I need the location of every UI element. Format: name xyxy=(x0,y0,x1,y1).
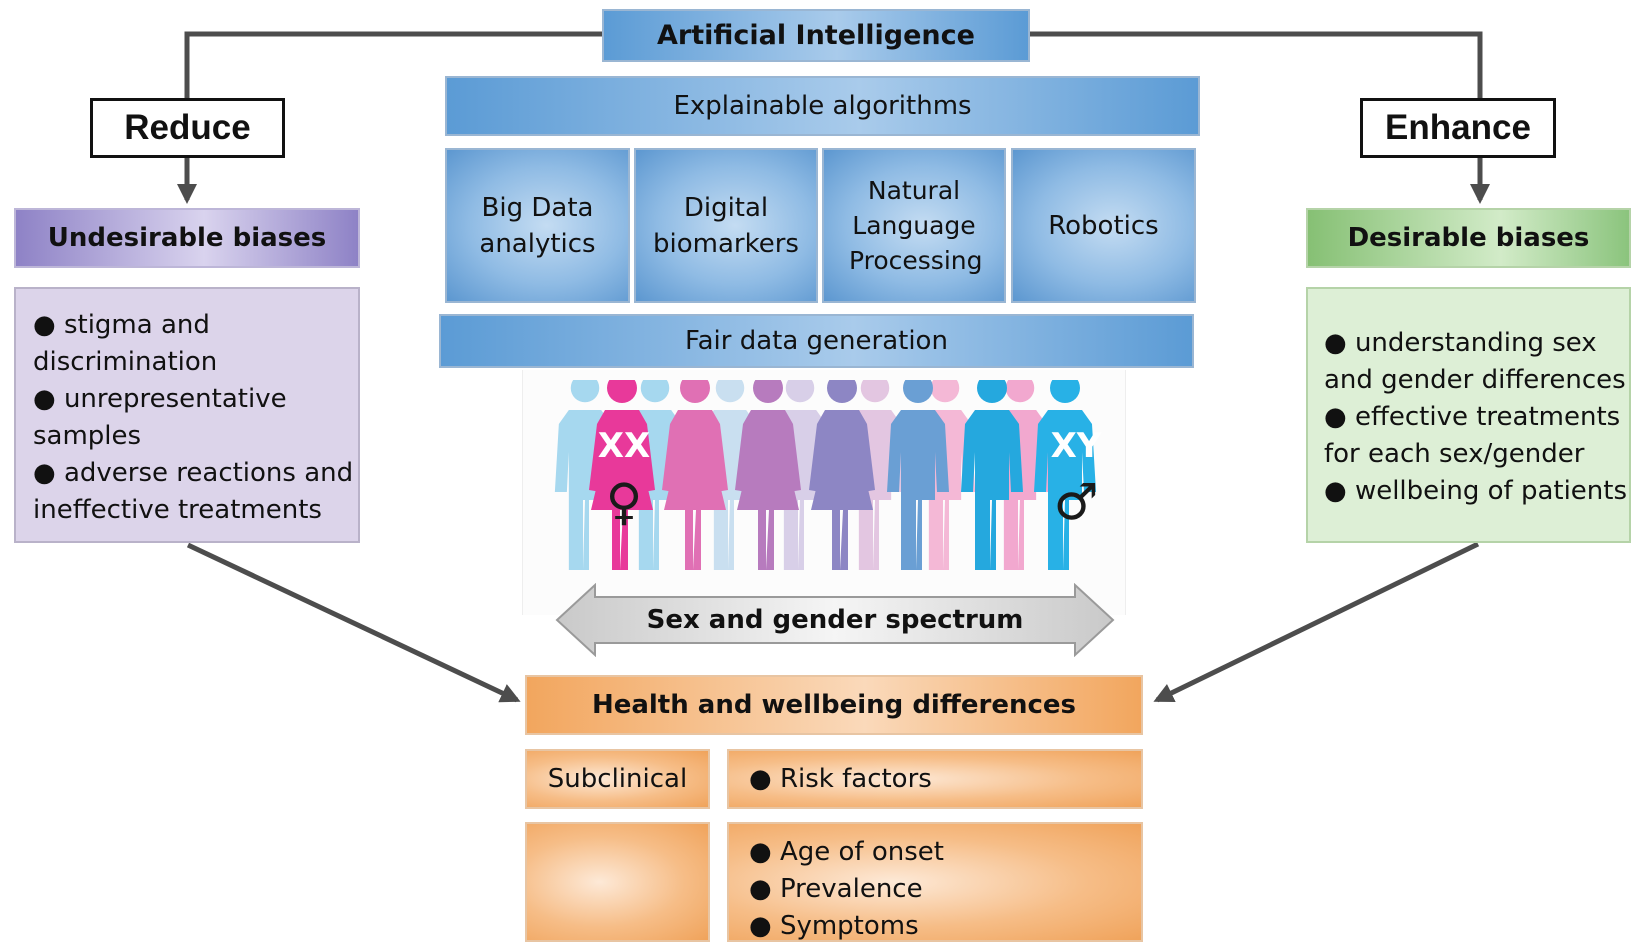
desirable-item: for each sex/gender xyxy=(1324,439,1585,469)
tile-nlp-label: Natural Language Processing xyxy=(849,176,983,275)
ai-title: Artificial Intelligence xyxy=(657,20,975,51)
spectrum-label: Sex and gender spectrum xyxy=(646,605,1024,635)
undesirable-item: discrimination xyxy=(33,347,218,377)
clinical-list: ● Age of onset ● Prevalence ● Symptoms xyxy=(727,822,1143,942)
people-figures xyxy=(554,380,1096,570)
tile-nlp: Natural Language Processing xyxy=(822,148,1006,303)
explainable-box: Explainable algorithms xyxy=(445,76,1200,136)
desirable-item: ● effective treatments xyxy=(1324,402,1621,432)
subclinical-box: Subclinical xyxy=(525,749,710,809)
fair-data-box: Fair data generation xyxy=(439,314,1194,368)
risk-factors-box: ● Risk factors xyxy=(727,749,1143,809)
health-header: Health and wellbeing differences xyxy=(525,675,1143,735)
undesirable-item: ineffective treatments xyxy=(33,495,322,525)
person-icon xyxy=(662,380,728,570)
person-icon xyxy=(809,380,875,570)
desirable-header: Desirable biases xyxy=(1306,208,1631,268)
arrow-undesirable-to-health xyxy=(186,542,521,703)
undesirable-item: samples xyxy=(33,421,142,451)
undesirable-item: ● unrepresentative xyxy=(33,384,287,414)
tile-digital-biomarkers: Digital biomarkers xyxy=(634,148,818,303)
clinical-box xyxy=(525,822,710,942)
tile-big-data-label: Big Data analytics xyxy=(479,192,596,259)
person-icon xyxy=(1034,380,1096,570)
desirable-item: ● wellbeing of patients xyxy=(1324,476,1628,506)
tile-robotics: Robotics xyxy=(1011,148,1196,303)
ai-title-box: Artificial Intelligence xyxy=(602,9,1030,62)
tile-digital-biomarkers-label: Digital biomarkers xyxy=(653,192,799,259)
reduce-label: Reduce xyxy=(124,108,251,147)
clinical-item: ● Symptoms xyxy=(749,911,919,941)
xy-label: XY xyxy=(1050,426,1102,466)
desirable-item: ● understanding sex xyxy=(1324,328,1597,358)
male-symbol-icon: ♂ xyxy=(1053,473,1099,531)
arrow-desirable-to-health xyxy=(1153,541,1480,703)
reduce-label-box: Reduce xyxy=(90,98,285,158)
clinical-item: ● Prevalence xyxy=(749,874,923,904)
desirable-list: ● understanding sex and gender differenc… xyxy=(1306,287,1631,543)
spectrum-arrow xyxy=(555,583,1115,657)
connector-ai-to-enhance xyxy=(1030,31,1483,98)
undesirable-header: Undesirable biases xyxy=(14,208,360,268)
subclinical-label: Subclinical xyxy=(547,764,688,794)
clinical-item: ● Age of onset xyxy=(749,837,944,867)
enhance-label-box: Enhance xyxy=(1360,98,1556,158)
person-icon xyxy=(961,380,1023,570)
desirable-item: and gender differences xyxy=(1324,365,1626,395)
undesirable-list: ● stigma and discrimination ● unrepresen… xyxy=(14,287,360,543)
undesirable-header-label: Undesirable biases xyxy=(47,223,327,253)
desirable-header-label: Desirable biases xyxy=(1347,223,1590,253)
undesirable-item: ● adverse reactions and xyxy=(33,458,354,488)
undesirable-item: ● stigma and xyxy=(33,310,210,340)
female-symbol-icon: ♀ xyxy=(605,473,643,531)
explainable-label: Explainable algorithms xyxy=(673,91,972,121)
xx-label: XX xyxy=(597,426,651,466)
person-icon xyxy=(735,380,801,570)
tile-big-data: Big Data analytics xyxy=(445,148,630,303)
fair-data-label: Fair data generation xyxy=(685,326,948,356)
enhance-label: Enhance xyxy=(1385,108,1531,147)
risk-factors-label: ● Risk factors xyxy=(749,764,932,794)
person-icon xyxy=(887,380,949,570)
tile-robotics-label: Robotics xyxy=(1048,210,1159,241)
health-header-label: Health and wellbeing differences xyxy=(591,690,1077,720)
person-icon xyxy=(589,380,655,570)
connector-ai-to-reduce xyxy=(184,31,602,98)
